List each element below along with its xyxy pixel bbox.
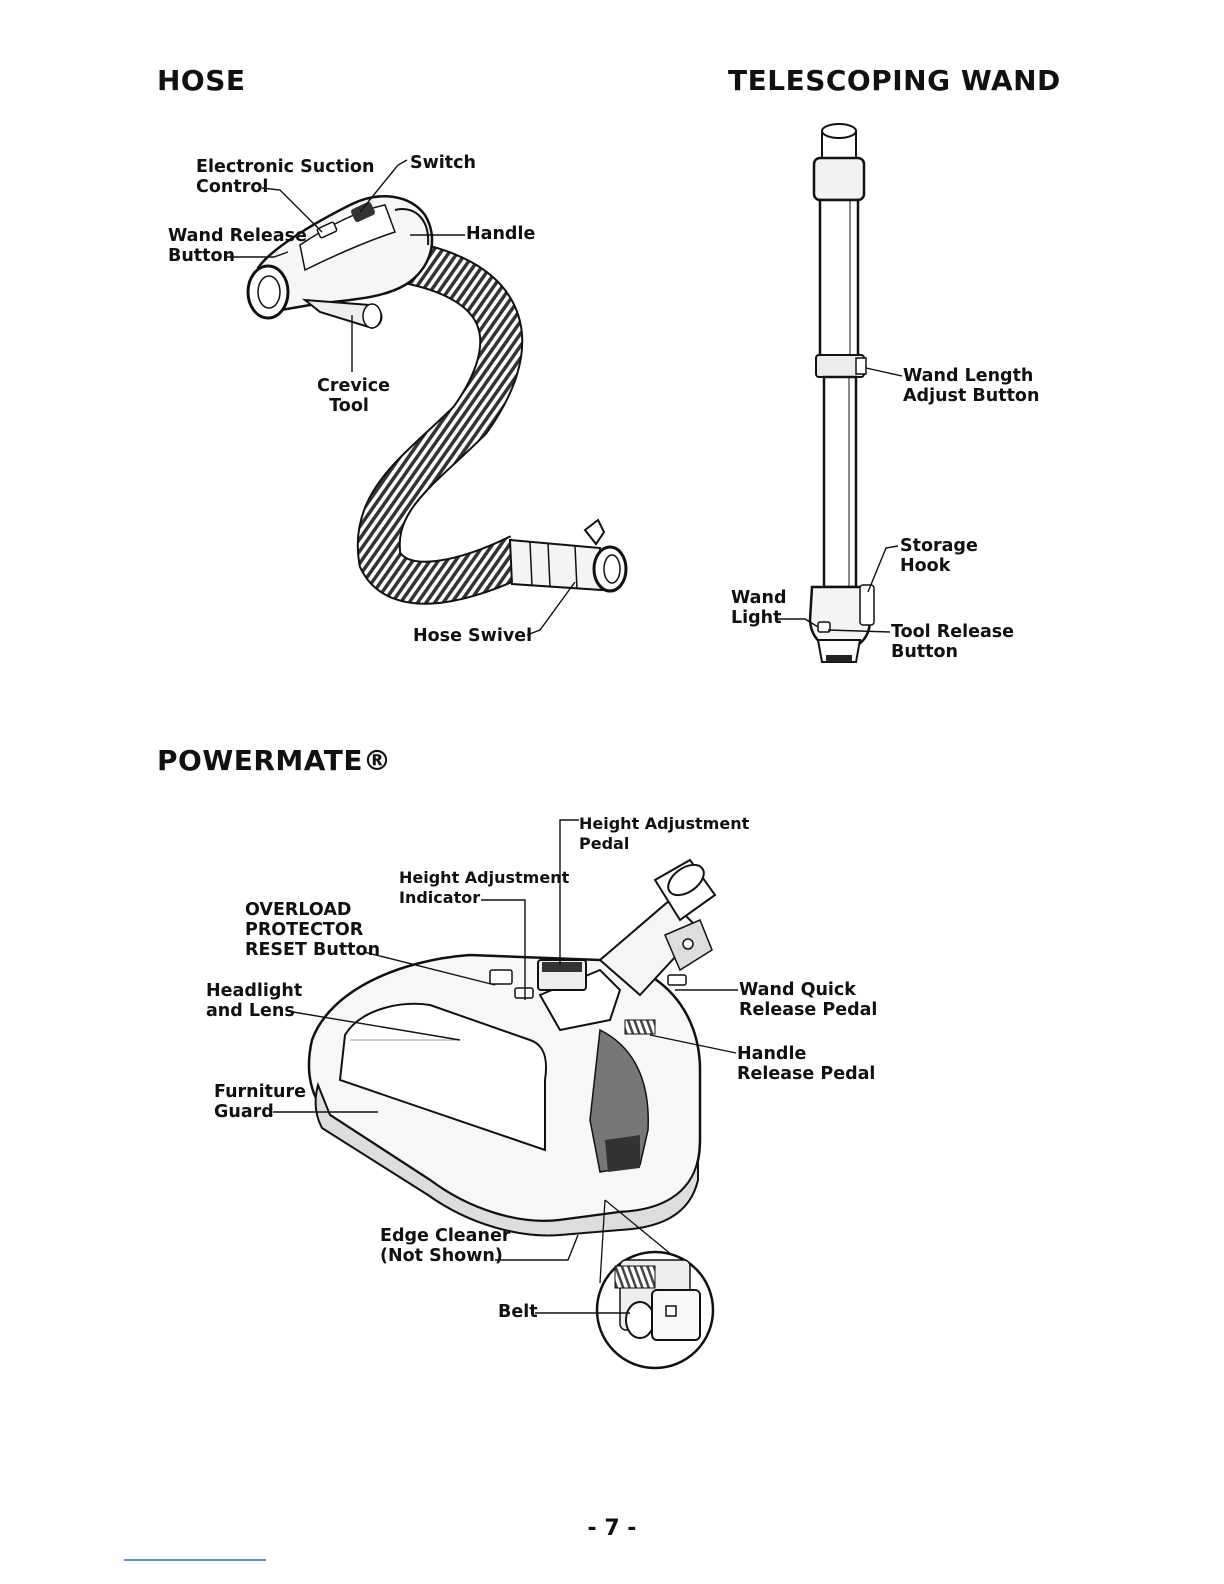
- label-switch: Switch: [410, 153, 476, 173]
- powermate-heading: POWERMATE®: [157, 744, 392, 777]
- label-handle-release-pedal: Handle Release Pedal: [737, 1044, 876, 1084]
- hose-leader-lines: [224, 159, 576, 636]
- hose-heading: HOSE: [157, 64, 246, 97]
- footer-rule: [124, 1559, 266, 1561]
- label-wand-quick-release-pedal: Wand Quick Release Pedal: [739, 980, 878, 1020]
- label-hose-swivel: Hose Swivel: [413, 626, 533, 646]
- label-height-adjustment-pedal: Height Adjustment Pedal: [579, 814, 750, 853]
- label-crevice-tool: Crevice Tool: [317, 376, 390, 416]
- hose-drawing: [246, 195, 628, 605]
- wand-drawing: [808, 123, 875, 663]
- label-handle: Handle: [466, 224, 536, 244]
- label-furniture-guard: Furniture Guard: [214, 1082, 306, 1122]
- label-storage-hook: Storage Hook: [900, 536, 978, 576]
- label-edge-cleaner: Edge Cleaner (Not Shown): [380, 1226, 511, 1266]
- page-number: - 7 -: [587, 1516, 637, 1541]
- telescoping-wand-heading: TELESCOPING WAND: [728, 64, 1061, 97]
- hose-swivel-part: [508, 518, 628, 593]
- label-wand-release-button: Wand Release Button: [168, 226, 307, 266]
- label-wand-length-adjust-button: Wand Length Adjust Button: [903, 366, 1040, 406]
- label-height-adjustment-indicator: Height Adjustment Indicator: [399, 868, 570, 907]
- powermate-leader-lines: [273, 819, 738, 1314]
- hose-handle-part: [246, 195, 434, 330]
- label-overload-protector-reset-button: OVERLOAD PROTECTOR RESET Button: [245, 900, 381, 960]
- wand-leader-lines: [776, 367, 903, 633]
- label-wand-light: Wand Light: [731, 588, 787, 628]
- label-electronic-suction-control: Electronic Suction Control: [196, 157, 375, 197]
- label-tool-release-button: Tool Release Button: [891, 622, 1015, 662]
- powermate-drawing: [307, 858, 717, 1370]
- label-headlight-and-lens: Headlight and Lens: [206, 981, 303, 1021]
- label-belt: Belt: [498, 1302, 538, 1322]
